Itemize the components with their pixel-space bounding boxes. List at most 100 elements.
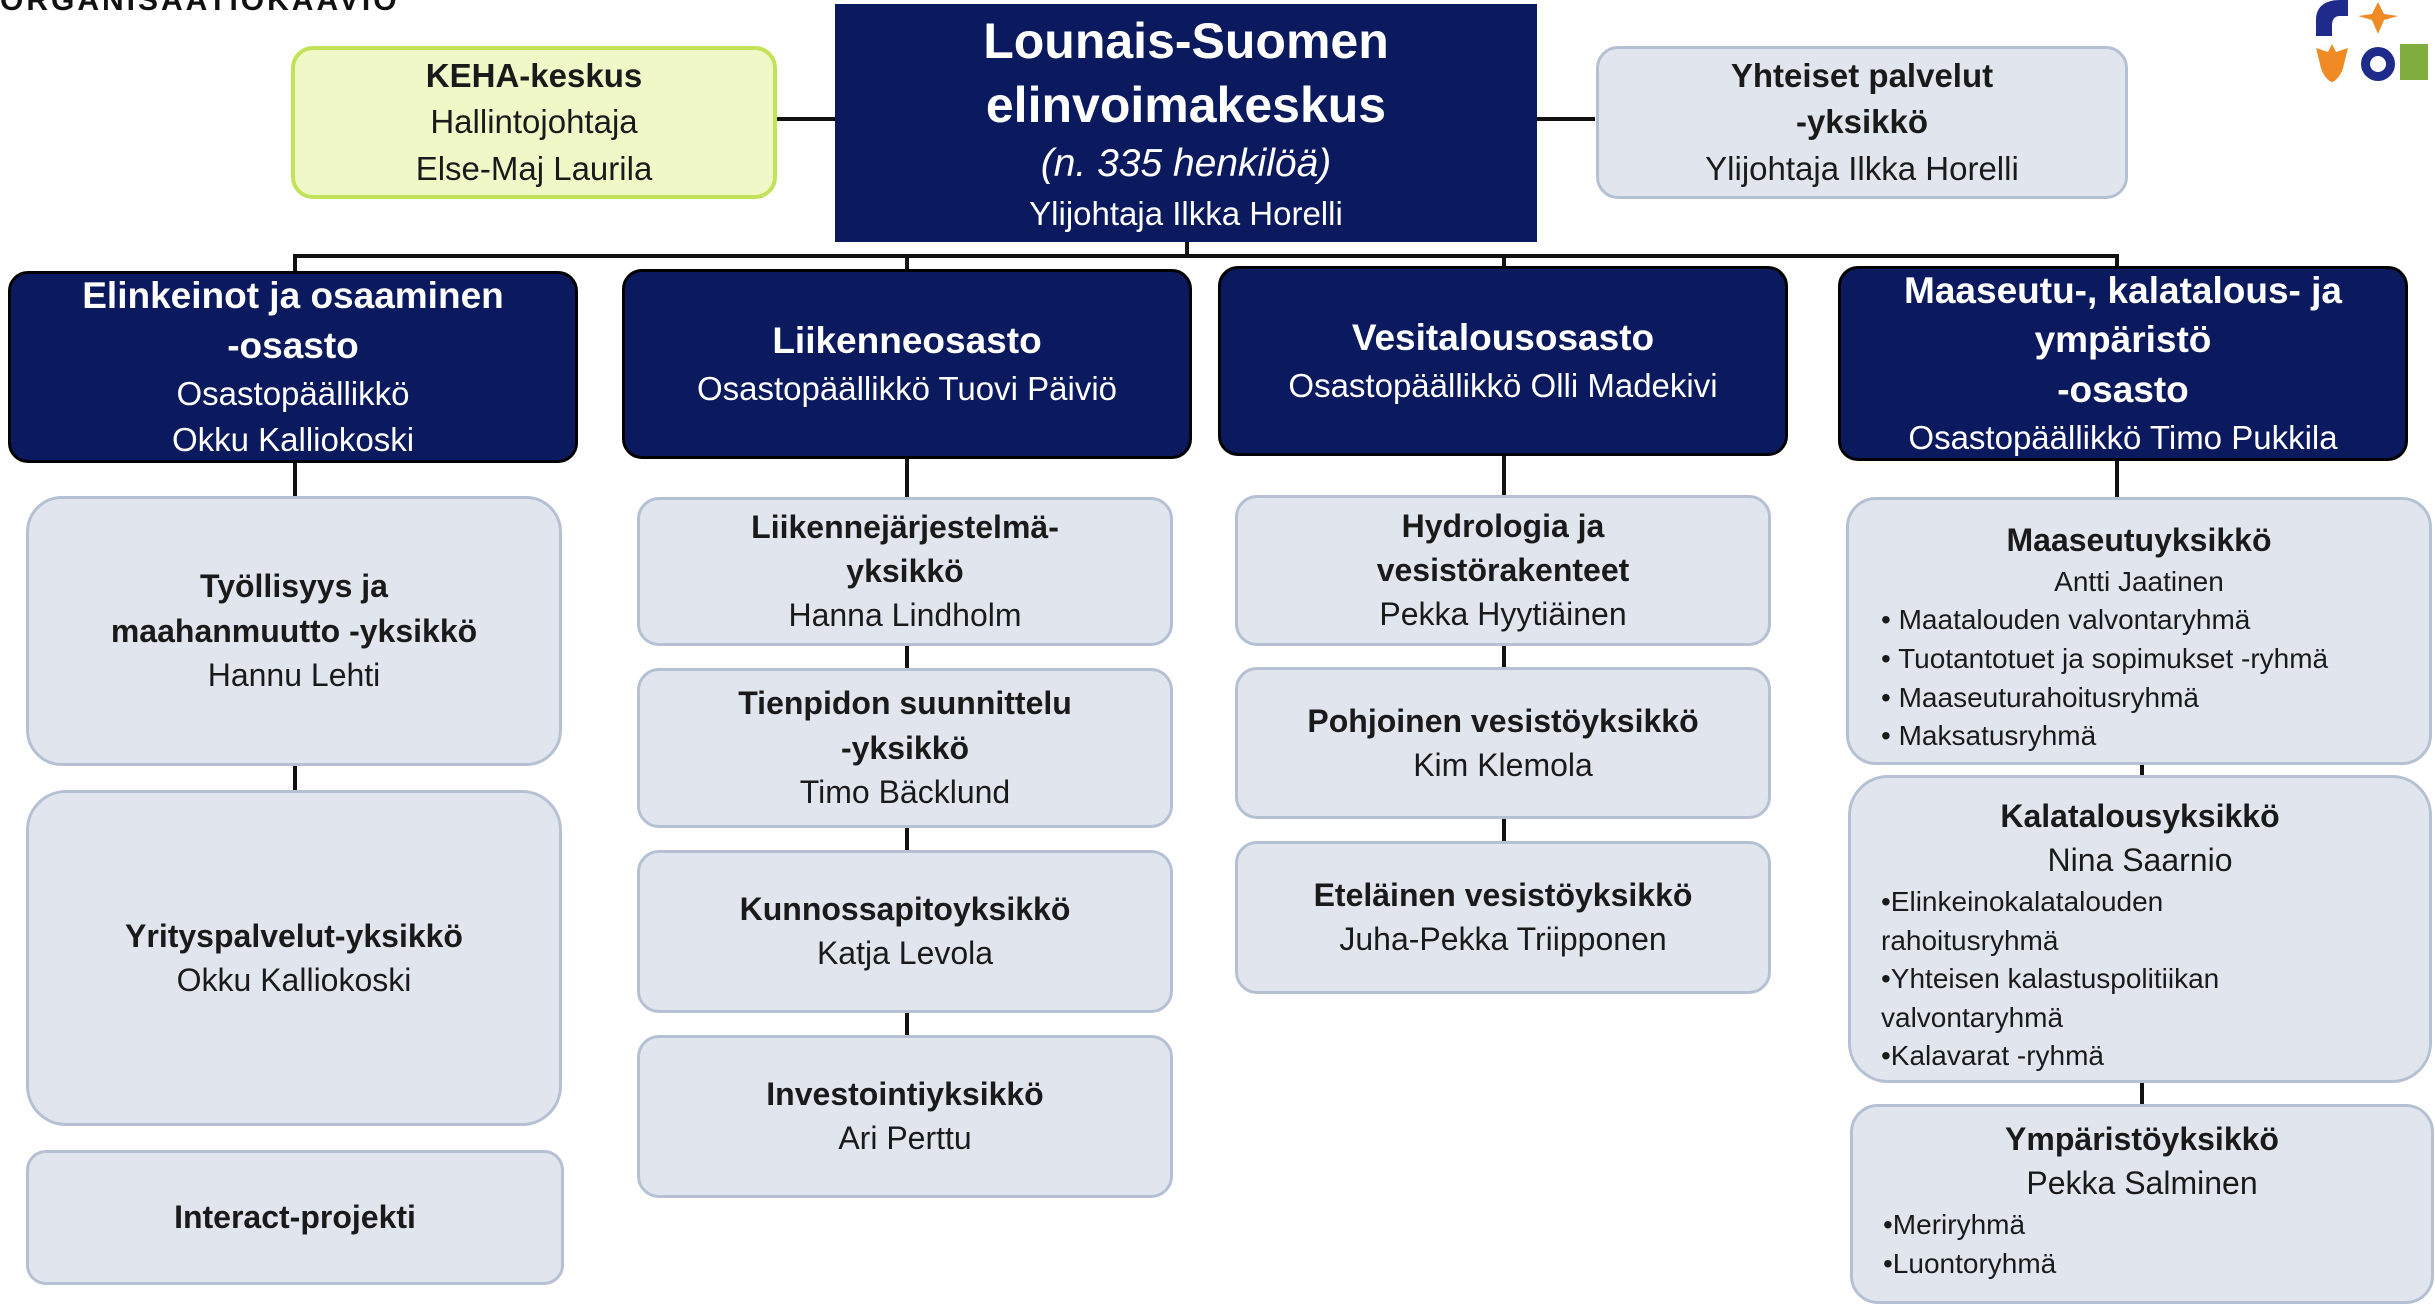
connector [2140,763,2144,777]
unit-name: Investointiyksikkö [766,1076,1044,1113]
keha-box: KEHA-keskus Hallintojohtaja Else-Maj Lau… [291,46,777,199]
shared-head: Ylijohtaja Ilkka Horelli [1705,149,2019,187]
connector [1502,644,1506,669]
dept-role: Osastopäällikkö [176,374,410,412]
unit-box: Hydrologia ja vesistörakenteet Pekka Hyy… [1235,495,1771,646]
unit-head: Pekka Hyytiäinen [1379,596,1627,633]
group-item: •Kalavarat -ryhmä [1881,1040,2104,1072]
group-item: •Meriryhmä [1883,1208,2026,1240]
unit-name-line1: Tienpidon suunnittelu [738,685,1072,722]
org-head: Ylijohtaja Ilkka Horelli [1029,195,1343,233]
unit-name: Kalatalousyksikkö [2000,798,2280,834]
shared-services-box: Yhteiset palvelut -yksikkö Ylijohtaja Il… [1596,46,2128,199]
connector [2115,254,2119,270]
unit-box: Yrityspalvelut-yksikkö Okku Kalliokoski [26,790,562,1126]
unit-name-line2: vesistörakenteet [1376,552,1630,589]
unit-box: Eteläinen vesistöyksikkö Juha-Pekka Trii… [1235,841,1771,994]
elinvoimakeskus-logo-icon [2308,0,2432,90]
dept-name: Liikenneosasto [772,319,1042,361]
unit-head: Timo Bäcklund [799,773,1011,810]
dept-head: Osastopäällikkö Olli Madekivi [1288,366,1718,404]
group-item: • Tuotantotuet ja sopimukset -ryhmä [1881,642,2329,674]
keha-person: Else-Maj Laurila [415,149,653,187]
dept-name-line1: Elinkeinot ja osaaminen [82,274,504,316]
connector [293,254,297,275]
unit-box: Työllisyys ja maahanmuutto -yksikkö Hann… [26,496,562,766]
connector [1502,452,1506,497]
connector [1185,238,1189,256]
dept-person: Okku Kalliokoski [171,420,415,458]
group-list: • Maatalouden valvontaryhmä • Tuotantotu… [1849,601,2429,756]
unit-head: Ari Perttu [838,1120,972,1157]
unit-box: Ympäristöyksikkö Pekka Salminen •Meriryh… [1850,1104,2434,1304]
connector [2140,1082,2144,1106]
unit-head: Okku Kalliokoski [176,961,412,998]
org-headcount: (n. 335 henkilöä) [1040,141,1332,185]
top-org-box: Lounais-Suomen elinvoimakeskus (n. 335 h… [835,4,1537,242]
group-item: valvontaryhmä [1881,1001,2064,1033]
department-box-maaseutu: Maaseutu-, kalatalous- ja ympäristö -osa… [1838,266,2408,461]
unit-head: Pekka Salminen [2026,1165,2258,1202]
unit-name-line2: yksikkö [846,553,964,590]
unit-head: Hannu Lehti [207,656,381,693]
group-item: • Maksatusryhmä [1881,720,2097,752]
dept-name-line1: Maaseutu-, kalatalous- ja [1904,269,2342,311]
unit-head: Kim Klemola [1413,746,1593,783]
connector [905,455,909,499]
group-item: •Yhteisen kalastuspolitiikan [1881,963,2220,995]
connector [905,644,909,670]
unit-head: Antti Jaatinen [2054,566,2224,598]
connector [293,254,2119,258]
group-item: •Elinkeinokalatalouden [1881,885,2164,917]
unit-box: Maaseutuyksikkö Antti Jaatinen • Maatalo… [1846,497,2432,765]
department-box-elinkeinot: Elinkeinot ja osaaminen -osasto Osastopä… [8,271,578,463]
dept-name-line3: -osasto [2057,369,2189,411]
unit-head: Juha-Pekka Triipponen [1339,921,1667,958]
unit-box: Investointiyksikkö Ari Perttu [637,1035,1173,1198]
unit-box: Pohjoinen vesistöyksikkö Kim Klemola [1235,667,1771,819]
shared-name-line2: -yksikkö [1795,103,1929,141]
unit-name-line1: Liikennejärjestelmä- [751,508,1059,545]
unit-box: Kalatalousyksikkö Nina Saarnio •Elinkein… [1848,775,2432,1083]
unit-box: Kunnossapitoyksikkö Katja Levola [637,850,1173,1013]
group-list: •Meriryhmä •Luontoryhmä [1853,1206,2431,1283]
org-title-line1: Lounais-Suomen [983,12,1389,69]
group-item: • Maatalouden valvontaryhmä [1881,604,2251,636]
connector [905,826,909,852]
unit-name-line1: Työllisyys ja [200,568,388,605]
unit-box: Interact-projekti [26,1150,564,1285]
unit-name: Kunnossapitoyksikkö [739,891,1071,928]
shared-name-line1: Yhteiset palvelut [1730,57,1994,95]
keha-role: Hallintojohtaja [430,103,638,141]
unit-name-line1: Hydrologia ja [1401,507,1605,544]
connector [293,763,297,792]
department-box-liikenne: Liikenneosasto Osastopäällikkö Tuovi Päi… [622,269,1192,459]
connector [2115,457,2119,499]
unit-name: Ympäristöyksikkö [2005,1121,2279,1157]
unit-name-line2: -yksikkö [840,729,970,766]
dept-name-line2: ympäristö [2034,319,2212,361]
group-list: •Elinkeinokalatalouden rahoitusryhmä •Yh… [1851,883,2429,1076]
group-item: rahoitusryhmä [1881,924,2059,956]
unit-name: Pohjoinen vesistöyksikkö [1307,702,1699,739]
unit-name: Yrityspalvelut-yksikkö [125,917,463,954]
group-item: • Maaseuturahoitusryhmä [1881,681,2199,713]
keha-name: KEHA-keskus [425,57,643,95]
dept-head: Osastopäällikkö Tuovi Päiviö [696,369,1118,407]
group-item: •Luontoryhmä [1883,1247,2057,1279]
connector [293,459,297,499]
unit-box: Tienpidon suunnittelu -yksikkö Timo Bäck… [637,668,1173,828]
connector [1502,817,1506,843]
unit-name: Interact-projekti [174,1199,416,1236]
connector [1502,254,1506,270]
org-title-line2: elinvoimakeskus [985,76,1387,133]
unit-name: Maaseutuyksikkö [2006,522,2272,558]
unit-name-line2: maahanmuutto -yksikkö [110,612,478,649]
connector [775,117,835,121]
connector [1535,117,1595,121]
connector [905,254,909,273]
unit-box: Liikennejärjestelmä- yksikkö Hanna Lindh… [637,497,1173,646]
chart-header: ORGANISAATIOKAAVIO [0,0,400,17]
dept-head: Osastopäällikkö Timo Pukkila [1908,419,2338,457]
connector [905,1011,909,1037]
